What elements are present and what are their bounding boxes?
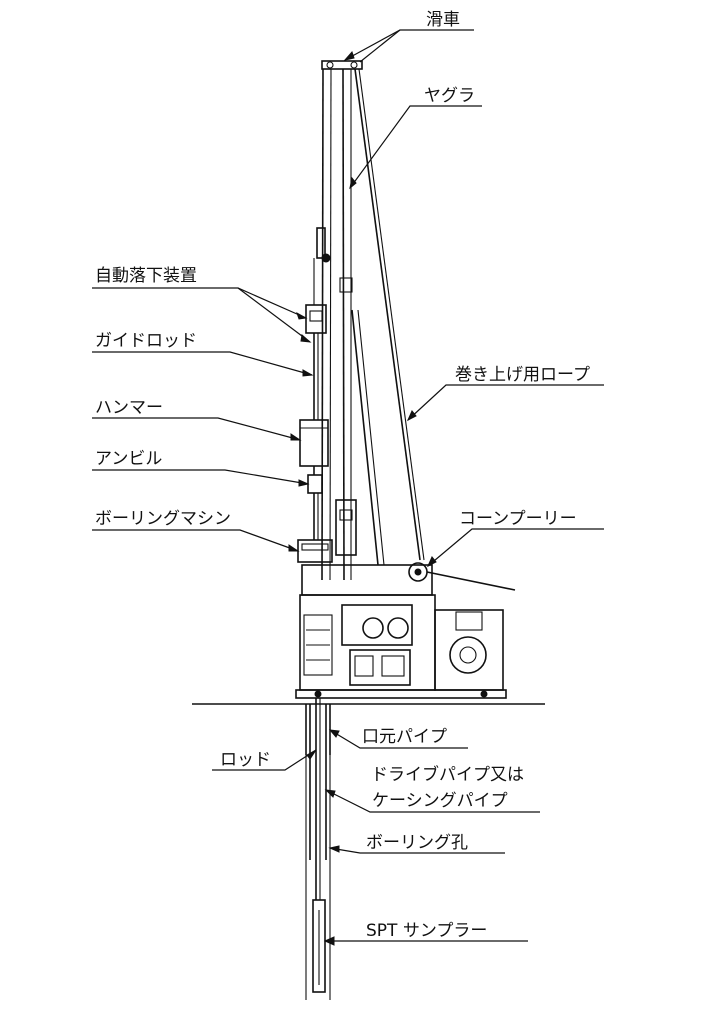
hammer-body bbox=[299, 419, 329, 467]
label-guide-rod: ガイドロッド bbox=[95, 331, 197, 351]
anvil-body bbox=[307, 474, 323, 494]
label-drive-pipe-2: ケーシングパイプ bbox=[372, 791, 508, 811]
hammer-assembly bbox=[299, 227, 331, 540]
label-hammer: ハンマー bbox=[95, 398, 163, 418]
label-pulley: 滑車 bbox=[426, 10, 460, 30]
label-anvil: アンビル bbox=[95, 449, 162, 469]
label-boring-machine: ボーリングマシン bbox=[95, 509, 231, 529]
derrick-tower bbox=[321, 60, 425, 581]
ground-and-borehole bbox=[192, 698, 545, 1000]
label-rod: ロッド bbox=[220, 750, 271, 770]
label-cone-pulley: コーンプーリー bbox=[459, 509, 577, 529]
labels: 滑車 ヤグラ 自動落下装置 ガイドロッド ハンマー アンビル ボーリングマシン … bbox=[95, 10, 590, 941]
label-drive-pipe-1: ドライブパイプ又は bbox=[371, 764, 524, 785]
spt-sampler-body bbox=[312, 899, 326, 993]
leader-arrowheads bbox=[288, 51, 437, 946]
label-derrick: ヤグラ bbox=[424, 86, 475, 106]
label-auto-trip: 自動落下装置 bbox=[95, 266, 197, 286]
auto-trip-device bbox=[305, 304, 327, 334]
boring-machine-body bbox=[295, 309, 516, 699]
engine-unit bbox=[434, 609, 504, 691]
hoist-rope-line bbox=[354, 68, 421, 561]
top-pulley-block bbox=[321, 60, 363, 70]
leader-lines bbox=[92, 29, 604, 942]
label-hoist-rope: 巻き上げ用ロープ bbox=[455, 365, 590, 385]
label-casing-head: 口元パイプ bbox=[362, 727, 447, 747]
label-borehole: ボーリング孔 bbox=[366, 833, 468, 853]
label-spt-sampler: SPT サンプラー bbox=[366, 921, 487, 941]
